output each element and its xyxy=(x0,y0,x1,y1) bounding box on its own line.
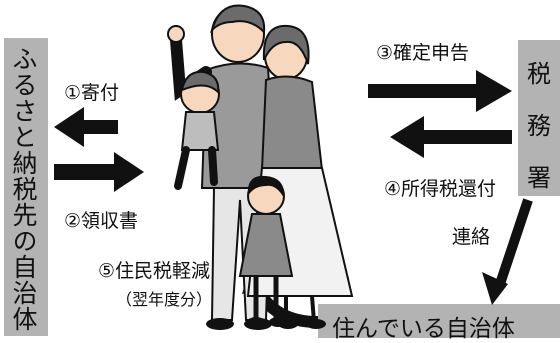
tax-refund-arrow xyxy=(390,116,512,158)
step-receipt-label: ②領収書 xyxy=(64,210,139,232)
hometown-municipality-box: ふるさと納税先の自治体 xyxy=(4,38,48,336)
receipt-arrow xyxy=(54,152,144,192)
contact-arrow-shaft xyxy=(495,198,533,286)
tax-office-char-1: 税 xyxy=(527,60,551,88)
step-tax-return-label: ③確定申告 xyxy=(376,42,470,64)
tax-office-box: 税 務 署 xyxy=(518,40,560,196)
hometown-municipality-label: ふるさと納税先の自治体 xyxy=(9,46,38,332)
step-resident-tax-note: （翌年度分） xyxy=(116,290,213,309)
boy-figure xyxy=(174,70,220,190)
step-donation-label: ①寄付 xyxy=(64,82,120,104)
donation-arrow xyxy=(54,107,118,147)
tax-return-arrow xyxy=(368,70,512,112)
girl-figure xyxy=(238,175,294,327)
contact-arrow-head xyxy=(482,272,508,305)
step-resident-tax-label: ⑤住民税軽減 xyxy=(98,260,211,282)
tax-office-char-2: 務 xyxy=(527,112,551,140)
tax-office-char-3: 署 xyxy=(527,164,551,192)
contact-label: 連絡 xyxy=(452,226,491,248)
step-tax-refund-label: ④所得税還付 xyxy=(384,178,497,200)
